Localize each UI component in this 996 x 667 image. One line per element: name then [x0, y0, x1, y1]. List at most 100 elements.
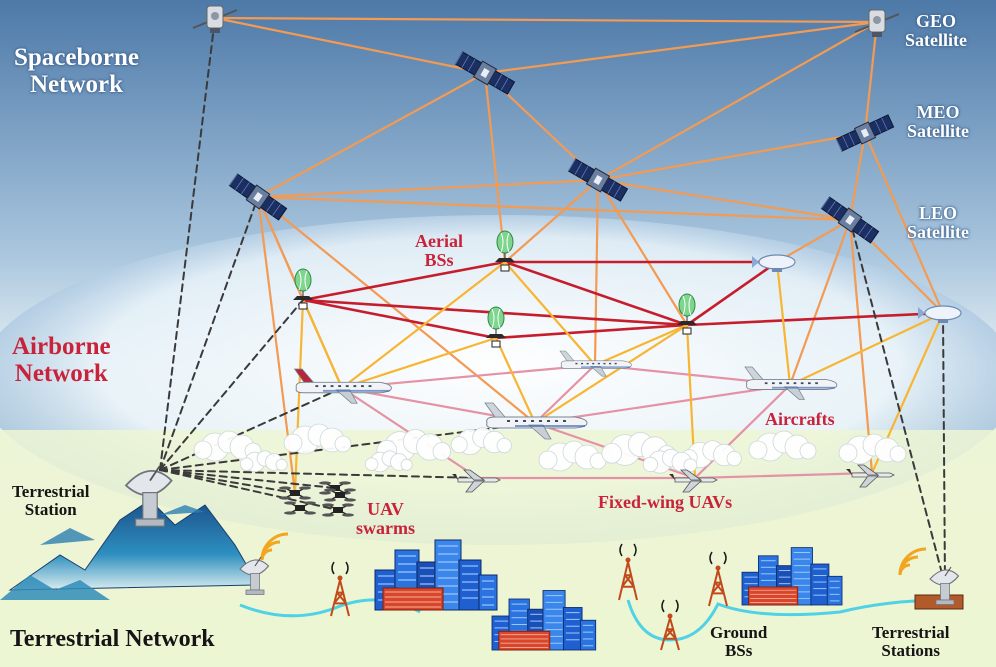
- aircraft-2: [559, 350, 632, 377]
- space-link: [256, 178, 600, 199]
- cloud: [364, 450, 413, 473]
- space-link: [596, 131, 867, 182]
- cloud: [538, 440, 607, 472]
- airborne-link: [494, 323, 689, 340]
- meo-satellite-2: [835, 114, 895, 152]
- space-link: [593, 178, 600, 367]
- aerial-bs-balloon-1: [293, 268, 313, 310]
- leo-satellite-1: [228, 173, 288, 221]
- cloud: [642, 448, 698, 474]
- uav-swarm-drone: [279, 486, 311, 500]
- signal-waves-left: [260, 532, 289, 561]
- aircraft-link: [693, 383, 792, 480]
- terrestrial-network-label: Terrestrial Network: [10, 626, 215, 652]
- space-link: [596, 178, 689, 327]
- uav-swarm-drone: [322, 503, 354, 517]
- cloud: [283, 423, 352, 455]
- ground-link: [159, 469, 479, 479]
- terrestrial-layer: [239, 532, 964, 651]
- airborne-link: [685, 311, 945, 327]
- aircraft-link: [533, 383, 792, 425]
- fixed-wing-uav-3: [846, 464, 895, 488]
- space-link: [256, 195, 537, 425]
- ground-bs-tower-4: [660, 599, 680, 651]
- feeder-link: [340, 260, 507, 390]
- aircrafts-label: Aircrafts: [765, 409, 835, 429]
- cloud: [239, 450, 288, 473]
- geo-satellite-right: [854, 9, 900, 37]
- clouds-layer: [193, 423, 907, 474]
- space-link: [848, 218, 874, 475]
- ground-link: [159, 196, 259, 471]
- aircraft-3: [744, 366, 838, 400]
- space-link: [863, 20, 879, 135]
- ground-link: [159, 387, 343, 471]
- terrestrial-stations-dish: [929, 566, 960, 605]
- fixed-wing-uav-2: [669, 469, 718, 493]
- space-link: [483, 71, 507, 264]
- aerial-bs-balloon-2: [495, 230, 515, 272]
- space-link: [596, 178, 852, 222]
- fixed-wing-uav-1: [452, 469, 501, 493]
- links-layer: [159, 16, 946, 586]
- space-link: [213, 16, 879, 24]
- cloud: [748, 430, 817, 462]
- terrestrial-station-dish: [124, 465, 173, 527]
- city-buildings-3: [741, 547, 843, 606]
- city-buildings-2: [491, 590, 597, 651]
- feeder-link: [503, 260, 597, 367]
- aerial-bs-balloon-4: [677, 293, 697, 335]
- aircraft-4: [484, 402, 588, 440]
- airborne-link: [503, 260, 689, 327]
- leo-satellite-2: [567, 158, 629, 202]
- signal-waves-right: [898, 547, 927, 576]
- space-link: [256, 71, 487, 199]
- feeder-link: [533, 323, 689, 425]
- uav-swarm-drone: [284, 501, 316, 515]
- fixed-wing-uavs-label: Fixed-wing UAVs: [598, 492, 733, 512]
- space-link: [213, 16, 487, 75]
- feeder-link: [788, 311, 945, 387]
- airborne-link: [685, 260, 779, 327]
- ground-bs-tower-2: [618, 543, 638, 601]
- airborne-link: [301, 260, 507, 302]
- feeder-link: [775, 260, 792, 387]
- ground-fiber-link-right: [626, 598, 946, 642]
- feeder-link: [593, 323, 689, 367]
- ground-dish-left: [239, 556, 270, 595]
- nodes-layer: [124, 5, 962, 605]
- space-link: [596, 20, 879, 182]
- aircraft-1: [293, 368, 392, 404]
- ground-link: [159, 469, 336, 489]
- feeder-link: [301, 298, 344, 390]
- aircraft-link: [693, 471, 874, 480]
- geo-satellite-left: [192, 5, 238, 33]
- space-link: [775, 218, 852, 264]
- airship-2: [918, 305, 962, 323]
- space-link: [863, 131, 945, 315]
- feeder-link: [340, 336, 498, 390]
- feeder-link: [293, 298, 305, 495]
- space-link: [848, 131, 867, 222]
- aerial-bs-balloon-3: [486, 306, 506, 348]
- leo-satellite-3: [820, 196, 880, 244]
- city-buildings-1: [374, 539, 498, 611]
- meo-satellite-1: [454, 51, 516, 95]
- space-link: [788, 218, 852, 387]
- ground-bs-tower-3: [708, 551, 728, 607]
- aircraft-link: [533, 363, 597, 425]
- feeder-link: [494, 336, 537, 425]
- ground-link: [849, 219, 946, 586]
- space-link: [483, 20, 879, 75]
- airship-1: [752, 254, 796, 272]
